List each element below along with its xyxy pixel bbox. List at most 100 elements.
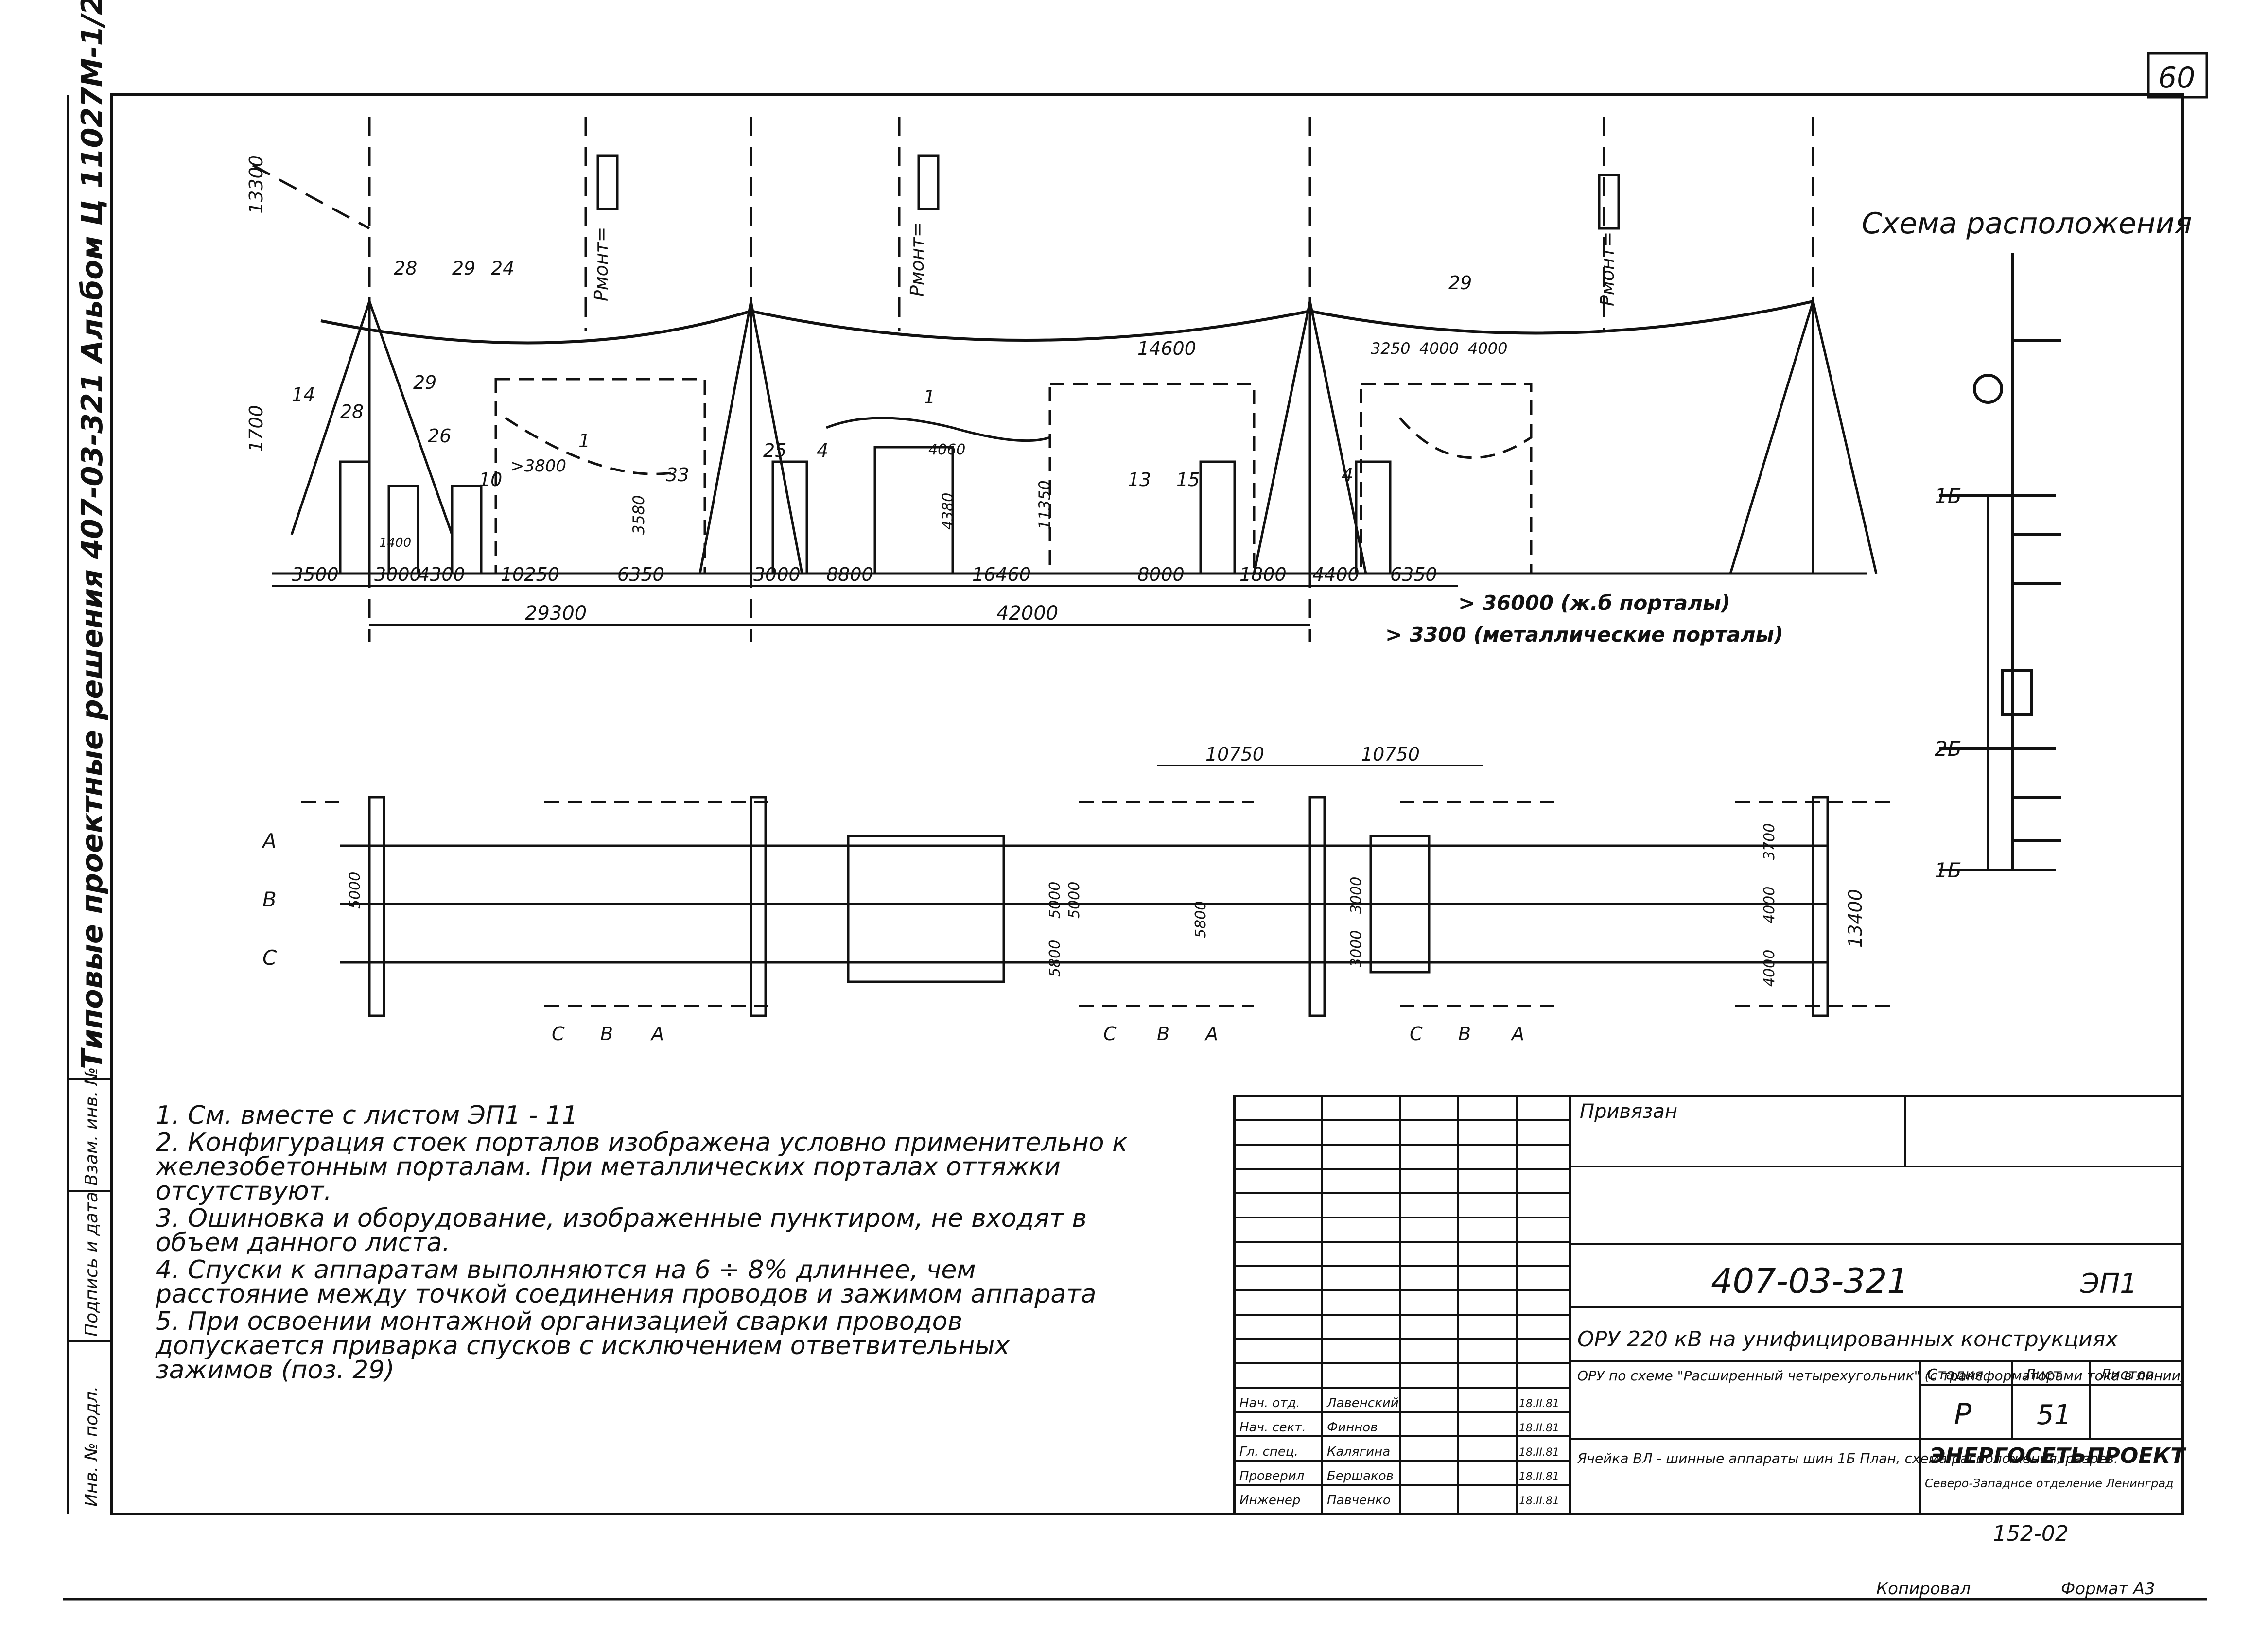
elev-height-11350: 11350	[1035, 480, 1054, 530]
plan-dim-5000b: 5000	[1066, 882, 1083, 919]
notes-block: 1. См. вместе с листом ЭП1 - 11 2. Конфи…	[156, 1103, 1128, 1385]
plan-bottom-a3: А	[1510, 1023, 1524, 1044]
mont-label-1: Рмонт=	[591, 226, 612, 301]
stamp-date-4: 18.II.81	[1519, 1495, 1559, 1507]
plan-dim-10750b: 10750	[1361, 744, 1420, 765]
layout-scheme: Схема расположения 1Б 2Б 1Б	[1862, 207, 2192, 882]
plan-bottom-b1: В	[600, 1023, 613, 1044]
elev-dim-4000b: 4000	[1468, 339, 1507, 358]
stamp-stage-value: Р	[1954, 1397, 1972, 1431]
stamp-role-0: Нач. отд.	[1239, 1396, 1300, 1410]
plan-dim-5800a: 5800	[1047, 940, 1064, 977]
plan-dim-10750a: 10750	[1205, 744, 1264, 765]
stamp-sheet-num-bottom: 152-02	[1993, 1521, 2069, 1546]
plan-dim-3700: 3700	[1761, 823, 1778, 860]
plan-phase-c: C	[262, 946, 277, 970]
pos-1a: 1	[578, 430, 590, 452]
scheme-label-1b-bottom: 1Б	[1935, 858, 1962, 882]
stamp-doc-code: 407-03-321	[1711, 1261, 1909, 1301]
stamp-role-4: Инженер	[1239, 1493, 1300, 1508]
pos-28a: 28	[394, 258, 417, 279]
elev-dim-13300: 13300	[245, 155, 267, 214]
note-5: 5. При освоении монтажной организацией с…	[156, 1307, 1010, 1385]
elev-dim-3250: 3250	[1371, 339, 1410, 358]
plan-dim-3000a: 3000	[1348, 877, 1365, 914]
pos-28b: 28	[340, 401, 364, 422]
pos-13: 13	[1128, 469, 1151, 490]
pos-24: 24	[491, 258, 514, 279]
stamp-date-1: 18.II.81	[1519, 1422, 1559, 1434]
elev-dim-b8: 8000	[1137, 564, 1185, 585]
pos-29a: 29	[452, 258, 475, 279]
pos-15: 15	[1176, 469, 1200, 490]
elev-dim-b5: 3000	[753, 564, 801, 585]
stamp-role-1: Нач. сект.	[1239, 1420, 1306, 1435]
scheme-title: Схема расположения	[1862, 207, 2192, 241]
sheet-corner-number: 60	[2158, 61, 2195, 95]
pos-10: 10	[479, 469, 502, 490]
pos-26: 26	[428, 425, 451, 447]
note-2: 2. Конфигурация стоек порталов изображен…	[156, 1128, 1128, 1206]
elev-dim-b0: 3500	[292, 564, 339, 585]
elev-dim-4000a: 4000	[1419, 339, 1459, 358]
scheme-label-2b: 2Б	[1935, 737, 1962, 761]
stamp-name-3: Бершаков	[1327, 1469, 1394, 1483]
elev-height-4380: 4380	[940, 493, 957, 530]
pos-1b: 1	[924, 386, 935, 408]
elev-height-3800: >3800	[510, 456, 566, 476]
stamp-sheet-label: Лист	[2024, 1366, 2062, 1383]
elev-dim-b4: 6350	[617, 564, 664, 585]
plan-dim-13400: 13400	[1845, 889, 1866, 948]
plan-dim-5000a: 5000	[1047, 882, 1064, 919]
pos-4b: 4	[1342, 464, 1353, 486]
stamp-role-2: Гл. спец.	[1239, 1445, 1298, 1459]
stamp-name-0: Лавенский	[1326, 1396, 1399, 1410]
elev-height-4060: 4060	[928, 441, 965, 458]
plan-phase-b: B	[262, 888, 277, 911]
elev-dim-b10: 4400	[1312, 564, 1360, 585]
elev-dim-b2: 4300	[418, 564, 465, 585]
side-cell-1: Взам. инв. №	[82, 1067, 102, 1186]
stamp-name-1: Финнов	[1327, 1420, 1378, 1435]
elev-dim-14600: 14600	[1137, 338, 1196, 359]
plan-view: A B C 10750 10750 3700 4000 4000 13400 5…	[261, 744, 1891, 1044]
stamp-org: ЭНЕРГОСЕТЬПРОЕКТ	[1930, 1444, 2186, 1468]
mont-label-3: Рмонт=	[1597, 231, 1618, 306]
side-strip: Типовые проектные решения 407-03-321 Аль…	[67, 0, 112, 1514]
footer-copied: Копировал	[1876, 1579, 1971, 1599]
plan-bottom-a2: А	[1204, 1023, 1218, 1044]
plan-phase-a: A	[261, 829, 277, 853]
pos-25: 25	[763, 440, 786, 461]
stamp-role-3: Проверил	[1239, 1469, 1304, 1483]
elev-dim-42000: 42000	[996, 602, 1058, 625]
pos-33: 33	[666, 464, 689, 486]
elev-dim-b7: 16460	[972, 564, 1031, 585]
plan-dim-5000c: 5000	[347, 872, 364, 909]
stamp-name-4: Павченко	[1327, 1493, 1391, 1508]
stamp-date-2: 18.II.81	[1519, 1446, 1559, 1459]
plan-dim-5800b: 5800	[1192, 901, 1209, 938]
stamp-sheet-value: 51	[2037, 1399, 2071, 1431]
plan-bottom-c1: С	[552, 1023, 565, 1044]
stamp-sheets-label: Листов	[2099, 1366, 2154, 1383]
pos-29c: 29	[1448, 272, 1472, 294]
elev-dim-1700: 1700	[245, 405, 267, 452]
plan-bottom-b3: В	[1458, 1023, 1471, 1044]
stamp-privyazan: Привязан	[1580, 1100, 1677, 1123]
pos-29b: 29	[413, 372, 436, 393]
pos-14: 14	[292, 384, 315, 405]
portal-note-1: > 36000 (ж.б порталы)	[1458, 591, 1730, 615]
stamp-name-2: Калягина	[1327, 1445, 1390, 1459]
elev-dim-b9: 1800	[1239, 564, 1287, 585]
note-1: 1. См. вместе с листом ЭП1 - 11	[156, 1101, 578, 1130]
plan-dim-3000b: 3000	[1348, 930, 1365, 967]
plan-dim-4000b: 4000	[1761, 950, 1778, 987]
plan-bottom-b2: В	[1157, 1023, 1169, 1044]
side-cell-3: Инв. № подл.	[82, 1386, 102, 1507]
title-block: Привязан 407-03-321 ЭП1 ОРУ 220 кВ на ун…	[1233, 1095, 2186, 1546]
plan-bottom-c2: С	[1103, 1023, 1117, 1044]
elev-height-1400: 1400	[379, 536, 411, 550]
stamp-org-sub: Северо-Западное отделение Ленинград	[1925, 1477, 2174, 1490]
portal-note-2: > 3300 (металлические порталы)	[1385, 623, 1783, 646]
